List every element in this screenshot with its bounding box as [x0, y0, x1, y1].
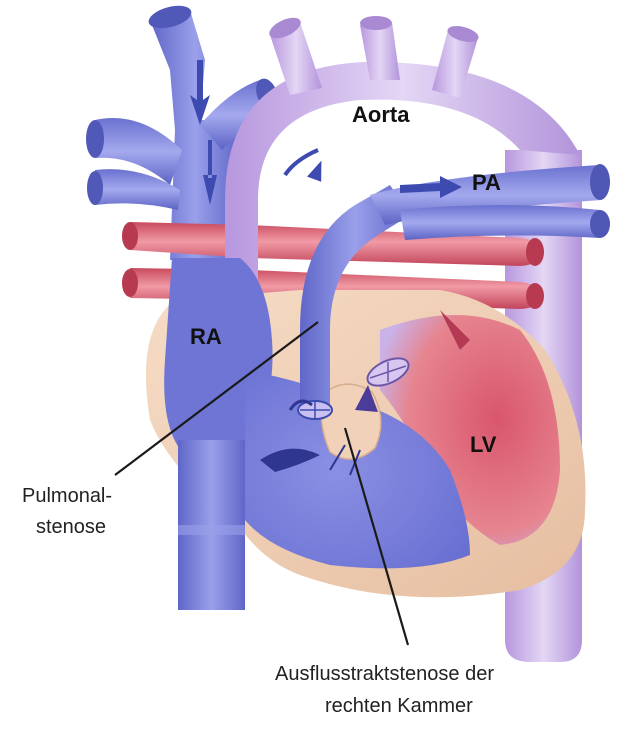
label-aorta: Aorta [352, 102, 410, 127]
label-lv: LV [470, 432, 497, 457]
label-ausflusstrakt-line1: Ausflusstraktstenose der [275, 663, 494, 685]
label-pulmonalstenose-line1: Pulmonal- [22, 485, 112, 507]
arrow-aorta [307, 158, 328, 182]
pulmonary-valve [298, 401, 332, 419]
label-ausflusstrakt-line2: rechten Kammer [325, 695, 473, 717]
label-pa: PA [472, 170, 501, 195]
pulmonary-artery-left [400, 205, 600, 240]
label-pulmonalstenose-line2: stenose [36, 516, 106, 538]
label-ra: RA [190, 324, 222, 349]
